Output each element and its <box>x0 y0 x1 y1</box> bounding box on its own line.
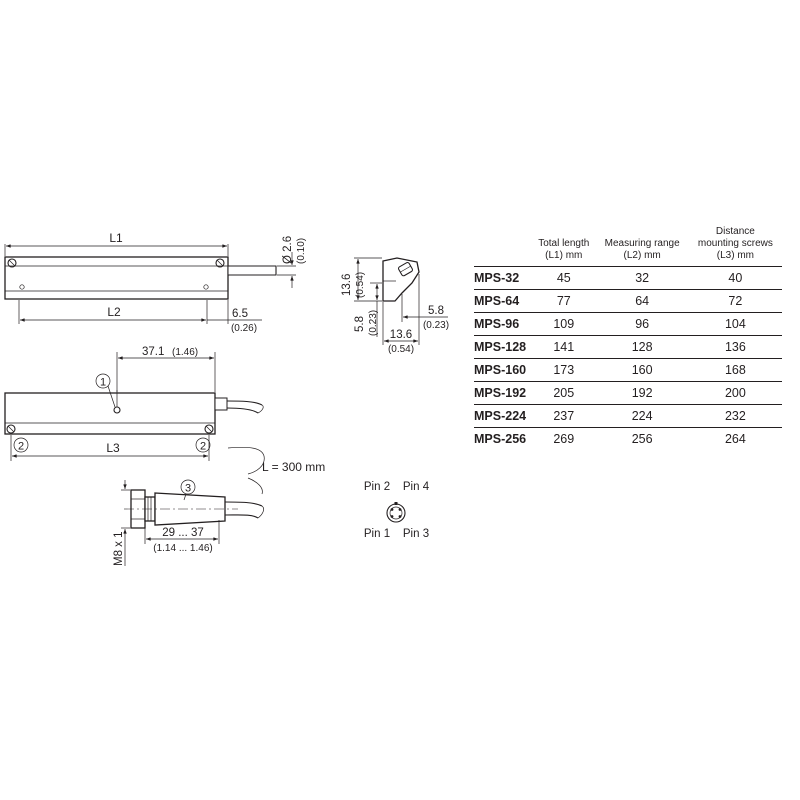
cell-screw-distance: 264 <box>724 432 746 446</box>
cell-screw-distance: 168 <box>688 358 782 382</box>
cell-total-length: 45 <box>532 266 596 290</box>
dim-lower-height: 5.8 <box>354 316 366 332</box>
dim-height: 13.6 <box>341 274 353 296</box>
sensor-profile <box>382 257 420 302</box>
svg-text:3: 3 <box>185 483 191 495</box>
cell-screw-distance: 40 <box>688 266 782 290</box>
sensor-body-top <box>4 256 229 300</box>
cell-measuring-range: 192 <box>595 381 689 405</box>
dim-l2: L2 <box>107 305 121 319</box>
sensor-body-front <box>4 392 216 435</box>
table-header-row: Total length (L1) mm Measuring range (L2… <box>474 226 782 267</box>
dim-l1: L1 <box>109 231 123 245</box>
pin-2-label: Pin 2 <box>364 481 390 493</box>
dim-thread: M8 x 1 <box>113 531 125 566</box>
cell-screw-distance: 136 <box>688 335 782 359</box>
cell-total-length: 77 <box>532 289 596 313</box>
cell-measuring-range: 96 <box>595 312 689 336</box>
pin-assignment: Pin 2 Pin 4 Pin 1 Pin 3 <box>364 481 430 540</box>
cell-measuring-range: 256 <box>631 432 653 446</box>
dim-offset-in: (0.26) <box>231 323 257 334</box>
cell-model: MPS-256 <box>474 432 527 446</box>
dim-connector-length: 29 ... 37 <box>162 527 204 539</box>
callout-2-left <box>13 437 29 453</box>
table-row: MPS-64 77 64 72 <box>474 289 782 313</box>
cell-model: MPS-32 <box>474 266 532 290</box>
cell-model: MPS-128 <box>474 335 532 359</box>
front-view: 37.1 (1.46) 1 2 2 L3 L = 300 mm <box>4 346 325 495</box>
cell-measuring-range: 160 <box>595 358 689 382</box>
dimensions-table: Total length (L1) mm Measuring range (L2… <box>474 226 782 450</box>
svg-text:2: 2 <box>200 441 206 453</box>
dim-height-in: (0.54) <box>355 272 366 298</box>
table-row: MPS-256 269 256 264 <box>474 428 782 451</box>
dim-offset: 6.5 <box>232 308 248 320</box>
dim-cable-dia-in: (0.10) <box>296 238 307 264</box>
dim-side-width-in: (0.23) <box>423 320 449 331</box>
cell-screw-distance: 104 <box>688 312 782 336</box>
table-row: MPS-32 45 32 40 <box>474 266 782 290</box>
cross-section-view: 13.6 (0.54) 5.8 (0.23) 13.6 (0.54) 5.8 (… <box>341 257 449 355</box>
cell-measuring-range: 32 <box>595 266 689 290</box>
connector-view: 3 M8 x 1 29 ... 37 (1.14 ... 1.46) <box>113 479 264 566</box>
cell-total-length: 237 <box>532 404 596 428</box>
cell-screw-distance: 200 <box>688 381 782 405</box>
callout-3 <box>180 479 196 495</box>
pin-4-label: Pin 4 <box>403 481 430 493</box>
dim-point-pos-in: (1.46) <box>172 347 198 358</box>
table-row: MPS-224 237 224 232 <box>474 404 782 428</box>
cell-measuring-range: 128 <box>595 335 689 359</box>
dim-side-width: 5.8 <box>428 305 444 317</box>
cell-measuring-range: 64 <box>595 289 689 313</box>
svg-text:1: 1 <box>100 377 106 389</box>
svg-text:2: 2 <box>18 441 24 453</box>
table-row: MPS-96 109 96 104 <box>474 312 782 336</box>
header-total-length: Total length (L1) mm <box>532 226 596 267</box>
table-row: MPS-160 173 160 168 <box>474 358 782 382</box>
cell-total-length: 269 <box>553 432 575 446</box>
dim-cable-length: L = 300 mm <box>262 460 325 474</box>
table-row: MPS-192 205 192 200 <box>474 381 782 405</box>
callout-1 <box>95 373 111 389</box>
header-screw-distance: Distance mounting screws (L3) mm <box>688 226 782 267</box>
dim-lower-height-in: (0.23) <box>368 310 379 336</box>
top-view: L1 L2 6.5 (0.26) Ø 2.6 (0.10) <box>4 231 307 334</box>
callout-2-right <box>195 437 211 453</box>
pin-1-label: Pin 1 <box>364 528 390 540</box>
dim-connector-length-in: (1.14 ... 1.46) <box>153 543 212 554</box>
cell-screw-distance: 72 <box>688 289 782 313</box>
dim-cable-dia: Ø 2.6 <box>282 236 294 264</box>
cell-model: MPS-160 <box>474 358 532 382</box>
cell-measuring-range: 224 <box>595 404 689 428</box>
header-model <box>474 226 532 267</box>
dim-width-in: (0.54) <box>388 344 414 355</box>
cell-total-length: 173 <box>532 358 596 382</box>
cell-screw-distance: 232 <box>688 404 782 428</box>
cell-total-length: 205 <box>532 381 596 405</box>
pin-3-label: Pin 3 <box>403 528 429 540</box>
cell-model: MPS-192 <box>474 381 532 405</box>
dim-width: 13.6 <box>390 329 412 341</box>
dim-point-pos: 37.1 <box>142 346 164 358</box>
cell-total-length: 141 <box>532 335 596 359</box>
cell-total-length: 109 <box>532 312 596 336</box>
cell-model: MPS-96 <box>474 312 532 336</box>
table-row: MPS-128 141 128 136 <box>474 335 782 359</box>
dim-l3: L3 <box>106 441 120 455</box>
header-measuring-range: Measuring range (L2) mm <box>595 226 689 267</box>
cell-model: MPS-64 <box>474 289 532 313</box>
connector-body <box>154 492 226 526</box>
cell-model: MPS-224 <box>474 404 532 428</box>
